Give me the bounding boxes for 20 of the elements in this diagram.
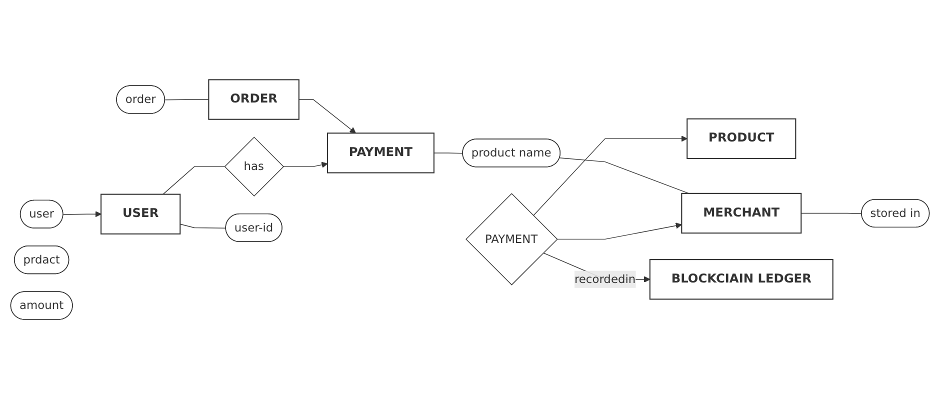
node-diamond	[224, 137, 284, 197]
node-diamond	[466, 193, 558, 286]
connector	[180, 224, 226, 229]
arrow	[533, 136, 688, 216]
node-box	[686, 118, 796, 160]
connector	[162, 166, 225, 196]
er-diagram: recordedin user order prdact ORDER USER has PAYMENT user-id product name amount PRODUCT PAYMENT MERCHANT BLOCKCIAIN LEDGER stored in	[5, 74, 935, 326]
arrow	[556, 223, 682, 240]
node-box	[100, 194, 181, 235]
node-box	[649, 259, 834, 300]
node-box	[681, 193, 802, 234]
arrow	[62, 211, 102, 218]
connector	[800, 213, 862, 214]
connector	[434, 153, 464, 154]
connector	[164, 100, 210, 101]
arrow	[298, 100, 356, 134]
node-box	[326, 133, 434, 174]
node-box	[208, 80, 300, 120]
connector	[559, 158, 690, 194]
arrow	[282, 162, 328, 168]
